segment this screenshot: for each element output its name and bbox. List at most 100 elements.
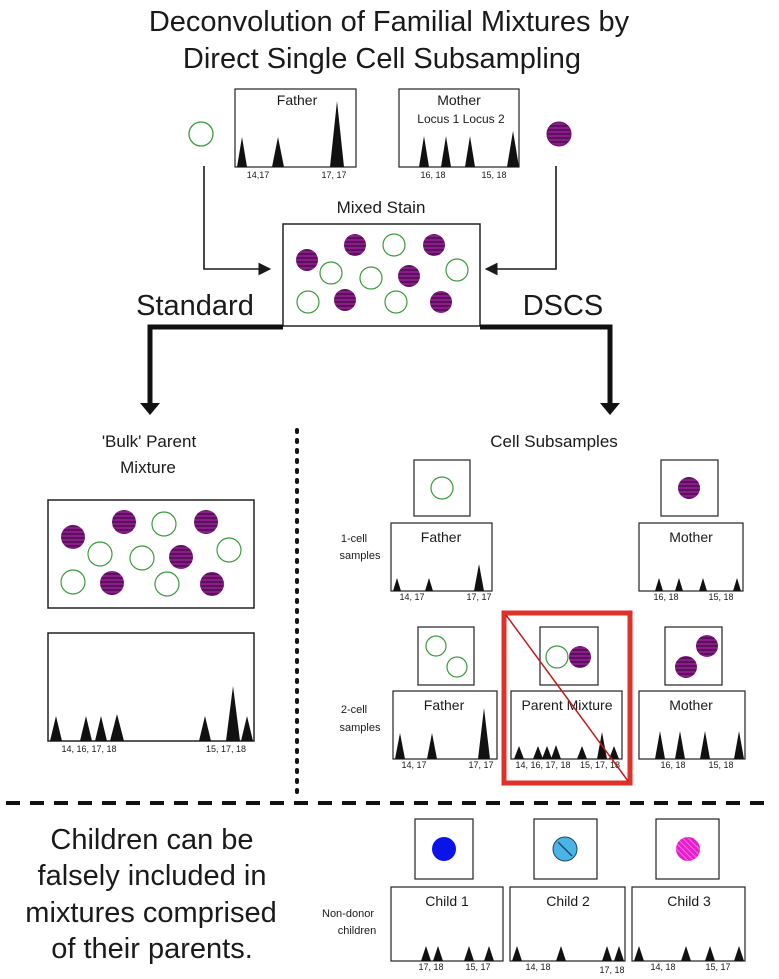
peak — [80, 716, 92, 741]
bulk-tick-1: 14, 16, 17, 18 — [61, 744, 116, 754]
peak — [655, 578, 663, 591]
mother-cell-icon — [344, 234, 366, 256]
strike-line — [505, 614, 629, 782]
highlight-box — [501, 610, 633, 786]
peak — [533, 746, 543, 759]
dscs-label: DSCS — [523, 290, 604, 322]
child3-cell-icon — [676, 837, 700, 861]
peak — [634, 946, 644, 961]
mother-arrow — [484, 166, 557, 276]
father-2cell-profile: Father 14, 17 17, 17 — [392, 690, 498, 770]
peak — [474, 564, 484, 591]
one-cell-label-line-1: 1-cell — [341, 533, 367, 545]
father-arrow — [203, 166, 272, 276]
mother-cell-icon — [678, 477, 700, 499]
father-cell-icon — [382, 233, 406, 257]
one-cell-label-line-2: samples — [340, 550, 381, 562]
profile-tick-2: 15, 17 — [465, 962, 490, 972]
peak — [395, 733, 405, 759]
peak — [614, 946, 624, 961]
profile-tick-1: 14, 18 — [525, 962, 550, 972]
mother-cell-icon — [423, 234, 445, 256]
mother-1cell-profile: Mother 16, 18 15, 18 — [638, 522, 744, 602]
non-donor-label-line-1: Non-donor — [322, 908, 374, 920]
child2-cell-mark — [557, 841, 573, 857]
father-profile-tick-2: 17, 17 — [321, 170, 346, 180]
profile-box — [631, 886, 746, 962]
father-cell-icon — [545, 645, 569, 669]
peak — [425, 578, 433, 591]
mother-profile-loci: Locus 1 Locus 2 — [417, 112, 505, 126]
father-cell-icon — [384, 290, 408, 314]
dscs-arrow — [480, 324, 613, 405]
child2-profile: Child 2 14, 18 17, 18 — [509, 886, 626, 975]
children-text-line-1: Children can be — [50, 824, 253, 856]
mother-cell-icon — [200, 572, 224, 596]
peak — [419, 136, 429, 167]
peak — [507, 131, 519, 167]
profile-tick-1: 14, 17 — [401, 760, 426, 770]
children-text-line-2: falsely included in — [38, 860, 267, 892]
mother-profile-label: Mother — [437, 92, 481, 108]
peak — [699, 578, 707, 591]
peak — [330, 101, 344, 167]
peak — [484, 946, 494, 961]
peak — [512, 946, 522, 961]
peak — [393, 578, 401, 591]
peak — [514, 746, 524, 759]
two-cell-label-line-2: samples — [340, 722, 381, 734]
mother-2cell-profile: Mother 16, 18 15, 18 — [638, 690, 746, 770]
profile-tick-2: 15, 17 — [705, 962, 730, 972]
father-cell-icon — [60, 569, 86, 595]
profile-tick-1: 16, 18 — [660, 760, 685, 770]
standard-arrowhead — [140, 403, 160, 415]
father-cell-icon — [319, 261, 343, 285]
profile-box — [510, 690, 623, 760]
standard-arrow — [147, 324, 283, 405]
two-cell-label-line-1: 2-cell — [341, 704, 367, 716]
bulk-tick-2: 15, 17, 18 — [206, 744, 246, 754]
peak — [734, 731, 744, 759]
dscs-arrowhead — [600, 403, 620, 415]
mother-cell-icon — [100, 571, 124, 595]
profile-box — [390, 522, 493, 592]
peak — [733, 578, 741, 591]
father-cell-icon — [446, 656, 468, 678]
profile-label: Parent Mixture — [521, 697, 612, 713]
profile-tick-1: 16, 18 — [653, 592, 678, 602]
peak — [478, 708, 490, 759]
title-line-1: Deconvolution of Familial Mixtures by — [149, 6, 630, 38]
mixed-stain-label: Mixed Stain — [337, 198, 426, 217]
mother-cell-icon — [430, 291, 452, 313]
father-cell-icon — [296, 290, 320, 314]
title-line-2: Direct Single Cell Subsampling — [183, 43, 581, 75]
profile-label: Child 1 — [425, 893, 469, 909]
children-text-line-3: mixtures comprised — [25, 897, 276, 929]
peak — [50, 716, 62, 741]
father-cell-icon — [87, 541, 113, 567]
father-cell-icon — [425, 635, 447, 657]
mixture-2cell-profile: Parent Mixture 14, 16, 17, 18 15, 17, 18 — [510, 690, 623, 770]
peak — [681, 946, 691, 961]
peak — [421, 946, 431, 961]
child1-cell-icon — [432, 837, 456, 861]
profile-tick-2: 17, 17 — [466, 592, 491, 602]
mixed-stain-cells — [296, 233, 469, 314]
profile-tick-2: 17, 17 — [468, 760, 493, 770]
profile-tick-1: 14, 17 — [399, 592, 424, 602]
mother-profile: Mother Locus 1 Locus 2 16, 18 15, 18 — [398, 88, 520, 180]
father-cell-icon — [216, 537, 242, 563]
bulk-profile-box — [47, 632, 255, 742]
father-1cell-profile: Father 14, 17 17, 17 — [390, 522, 493, 602]
profile-tick-2: 15, 18 — [708, 592, 733, 602]
father-cell-icon — [188, 121, 214, 147]
mother-cell-icon — [675, 656, 697, 678]
peak — [551, 745, 561, 759]
mother-cell-icon — [61, 525, 85, 549]
mother-cell-icon — [169, 545, 193, 569]
mother-2cell-box — [664, 626, 723, 686]
bulk-heading-line-1: 'Bulk' Parent — [102, 432, 197, 451]
child2-cell-box — [533, 818, 598, 880]
subsamples-heading: Cell Subsamples — [490, 432, 618, 451]
